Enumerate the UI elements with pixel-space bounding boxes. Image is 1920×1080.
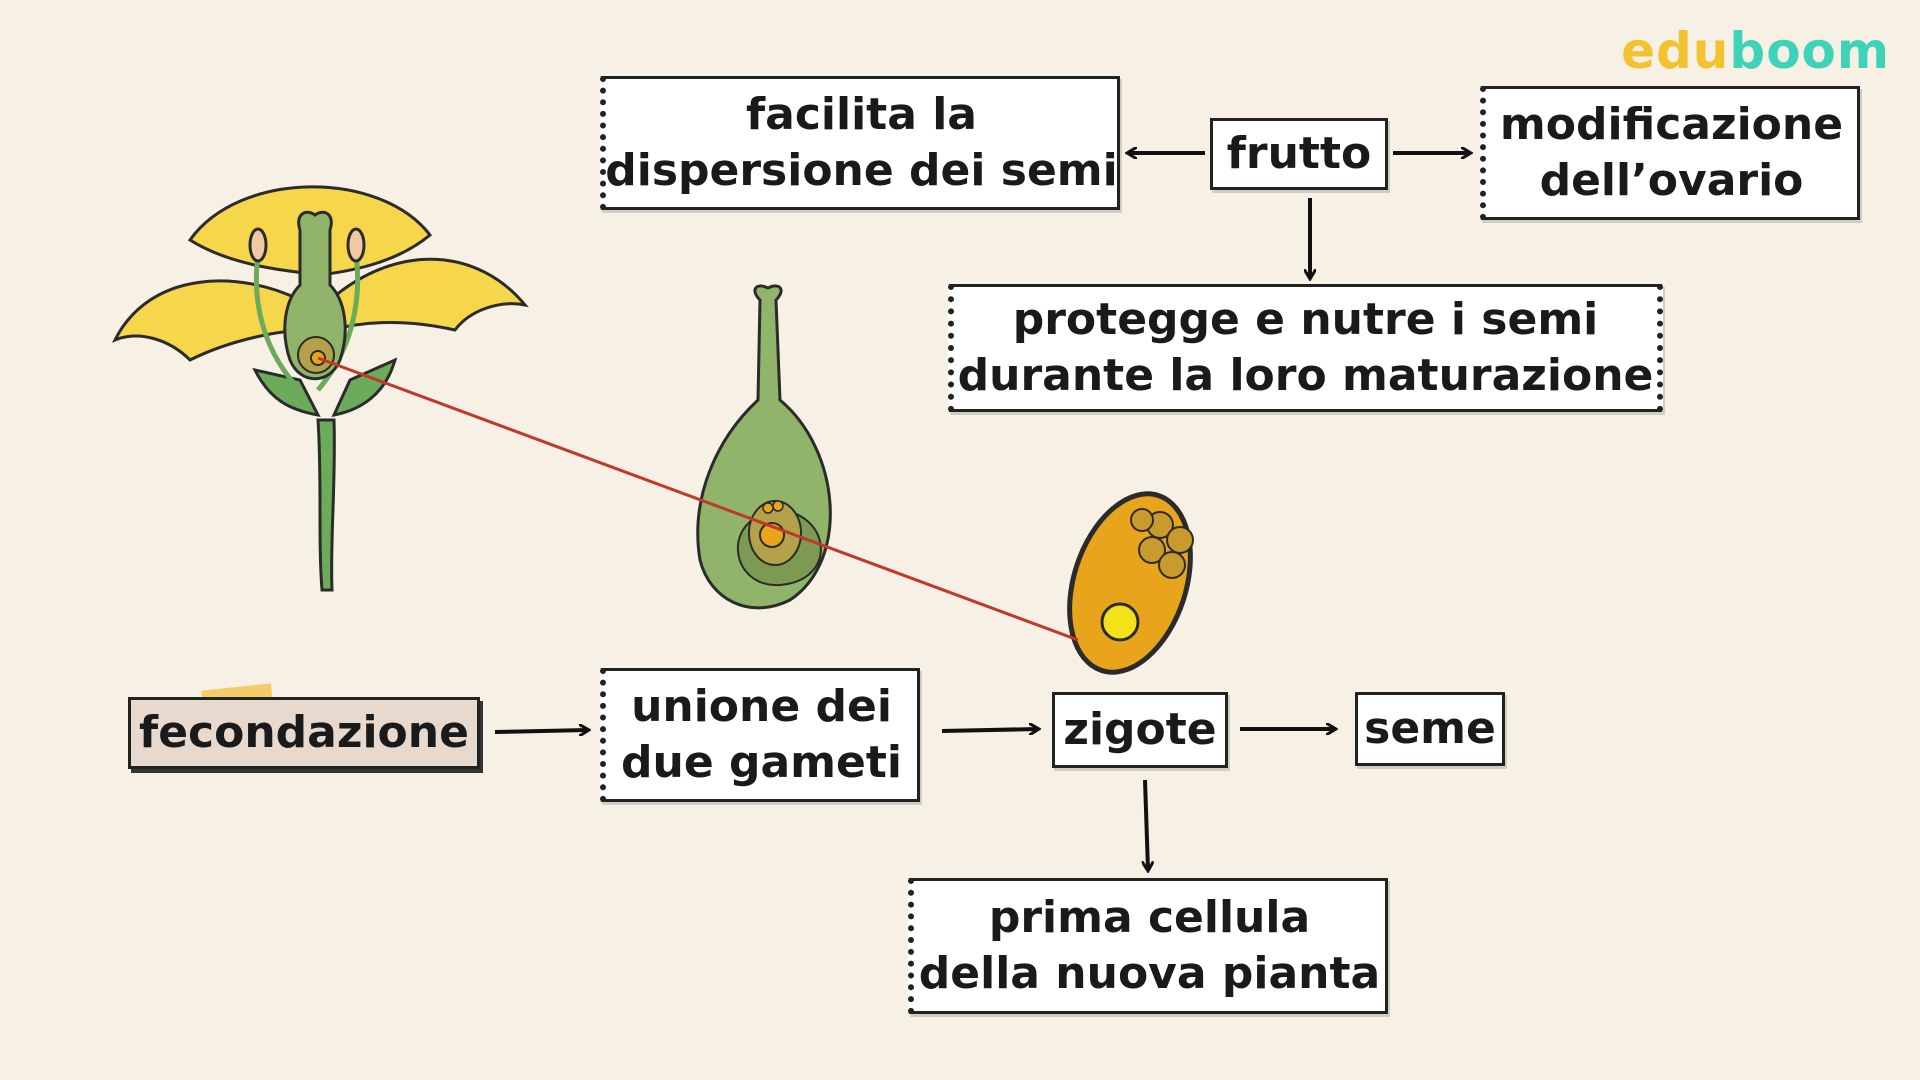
node-seme-label: seme [1364, 703, 1496, 754]
node-ovario-line2: dell’ovario [1539, 155, 1804, 206]
arrow-fecondazione-to-unione [494, 730, 588, 732]
eduboom-logo: eduboom [1621, 22, 1890, 80]
node-frutto-label: frutto [1226, 128, 1372, 179]
egg-cell-illustration [1067, 491, 1194, 675]
arrow-unione-to-zigote [941, 729, 1038, 731]
node-zigote-label: zigote [1063, 704, 1217, 755]
node-protegge-line2: durante la loro maturazione [957, 350, 1654, 401]
node-protegge: protegge e nutre i semi durante la loro … [948, 284, 1663, 412]
node-dispersione-line1: facilita la [746, 89, 977, 140]
node-ovario: modificazione dell’ovario [1480, 86, 1860, 220]
node-seme: seme [1355, 692, 1505, 766]
node-unione-line1: unione dei [631, 681, 892, 732]
ovary-illustration [696, 284, 832, 610]
flower-illustration [111, 185, 529, 592]
node-unione-line2: due gameti [621, 737, 902, 788]
arrow-zigote-to-prima [1145, 779, 1148, 870]
logo-part-boom: boom [1729, 22, 1890, 80]
node-unione: unione dei due gameti [600, 668, 920, 802]
zoom-link-line [317, 356, 1079, 642]
node-fecondazione: fecondazione [128, 697, 480, 769]
node-prima-line1: prima cellula [988, 892, 1311, 943]
node-prima: prima cellula della nuova pianta [908, 878, 1388, 1014]
node-ovario-line1: modificazione [1499, 99, 1844, 150]
node-protegge-line1: protegge e nutre i semi [1012, 294, 1599, 345]
node-dispersione: facilita la dispersione dei semi [600, 76, 1120, 210]
node-dispersione-line2: dispersione dei semi [605, 145, 1118, 196]
node-frutto: frutto [1210, 118, 1388, 190]
node-zigote: zigote [1052, 692, 1228, 768]
logo-part-edu: edu [1621, 22, 1730, 80]
node-fecondazione-label: fecondazione [139, 707, 469, 758]
node-prima-line2: della nuova pianta [918, 948, 1381, 999]
